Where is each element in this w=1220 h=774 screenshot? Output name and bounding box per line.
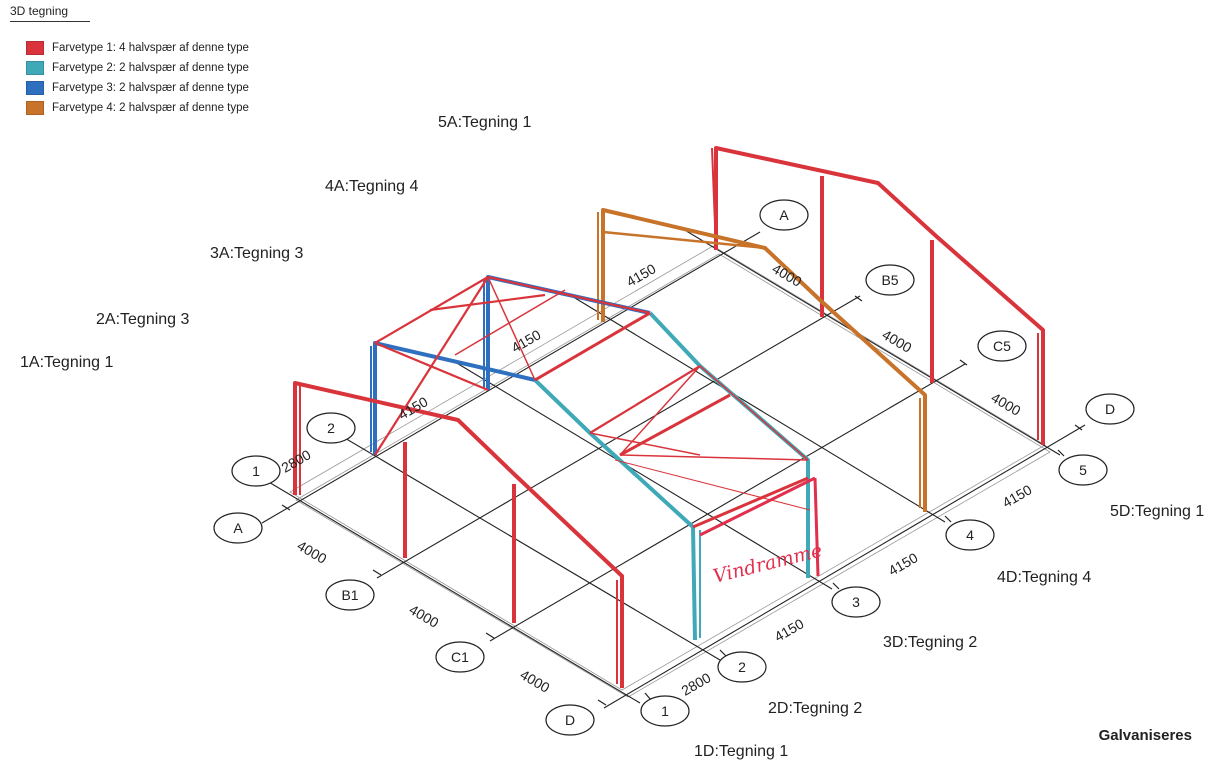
frame-4-purlin — [602, 230, 766, 250]
svg-text:D: D — [1105, 401, 1115, 417]
dim-inner-3: 4150 — [509, 326, 544, 356]
dim-inner-4: 4150 — [624, 260, 659, 290]
svg-text:D: D — [565, 712, 575, 728]
legend-label: Farvetype 3: 2 halvspær af denne type — [52, 82, 249, 94]
svg-text:B5: B5 — [881, 272, 898, 288]
frame-label-3a: 3A:Tegning 3 — [210, 245, 304, 262]
frame-5-red — [711, 146, 1045, 445]
grid-bubble-b5: B5 — [865, 264, 915, 296]
frame-label-3d: 3D:Tegning 2 — [883, 634, 978, 651]
legend-swatch-blue — [26, 81, 44, 95]
legend-label: Farvetype 2: 2 halvspær af denne type — [52, 62, 249, 74]
svg-text:A: A — [779, 207, 789, 223]
dim-right-1: 4150 — [1000, 481, 1035, 511]
legend: Farvetype 1: 4 halvspær af denne type Fa… — [26, 38, 249, 118]
title-underline — [10, 21, 90, 22]
galvanize-note: Galvaniseres — [1098, 727, 1192, 744]
dim-top-1: 4000 — [770, 260, 805, 290]
grid-lines-transverse — [261, 228, 1061, 704]
grid-bubble-a-left: A — [213, 512, 263, 544]
wind-frame-note: Vindramme — [711, 540, 825, 588]
frame-label-1a: 1A:Tegning 1 — [20, 354, 114, 371]
dimension-ticks — [281, 295, 1083, 706]
dim-left-3: 4000 — [518, 666, 553, 696]
dim-left-2: 4000 — [407, 601, 442, 631]
grid-lines-longitudinal — [261, 231, 1086, 709]
frame-label-2a: 2A:Tegning 3 — [96, 311, 190, 328]
svg-text:B1: B1 — [341, 587, 358, 603]
legend-item: Farvetype 1: 4 halvspær af denne type — [26, 38, 249, 58]
frame-label-5a: 5A:Tegning 1 — [438, 114, 532, 131]
bracing-red — [374, 275, 811, 529]
frame-label-4d: 4D:Tegning 4 — [997, 569, 1092, 586]
grid-bubble-1-left: 1 — [231, 455, 281, 487]
grid-bubble-2-right: 2 — [717, 651, 767, 683]
legend-swatch-teal — [26, 61, 44, 75]
dimension-labels: 4000 4000 4000 4000 4000 4000 4150 4150 … — [279, 260, 1035, 699]
dim-right-4: 2800 — [679, 669, 714, 699]
grid-bubble-5-right: 5 — [1058, 454, 1108, 486]
frame-label-2d: 2D:Tegning 2 — [768, 700, 863, 717]
frame-label-5d: 5D:Tegning 1 — [1110, 503, 1205, 520]
grid-bubble-d-left: D — [545, 704, 595, 736]
legend-swatch-orange — [26, 101, 44, 115]
drawing-title: 3D tegning — [10, 4, 69, 18]
svg-text:2: 2 — [738, 659, 746, 675]
svg-text:C5: C5 — [993, 338, 1011, 354]
legend-item: Farvetype 4: 2 halvspær af denne type — [26, 98, 249, 118]
grid-bubble-d-top: D — [1085, 393, 1135, 425]
dim-top-2: 4000 — [880, 326, 915, 356]
svg-text:2: 2 — [327, 420, 335, 436]
legend-item: Farvetype 3: 2 halvspær af denne type — [26, 78, 249, 98]
svg-text:1: 1 — [661, 703, 669, 719]
wind-frame — [699, 476, 820, 577]
grid-bubble-b1: B1 — [325, 579, 375, 611]
grid-bubble-1-right: 1 — [640, 695, 690, 727]
svg-text:4: 4 — [966, 527, 974, 543]
svg-text:1: 1 — [252, 463, 260, 479]
dim-left-1: 4000 — [295, 537, 330, 567]
legend-item: Farvetype 2: 2 halvspær af denne type — [26, 58, 249, 78]
dim-right-3: 4150 — [772, 615, 807, 645]
grid-bubble-a-top: A — [759, 199, 809, 231]
frame-4-orange — [597, 208, 927, 512]
dim-right-2: 4150 — [886, 549, 921, 579]
grid-bubble-2-left: 2 — [306, 412, 356, 444]
grid-bubble-c1: C1 — [435, 641, 485, 673]
grid-bubble-3-right: 3 — [831, 586, 881, 618]
svg-text:5: 5 — [1079, 462, 1087, 478]
frame-label-4a: 4A:Tegning 4 — [325, 178, 419, 195]
svg-text:3: 3 — [852, 594, 860, 610]
grid-bubble-4-right: 4 — [945, 519, 995, 551]
grid-bubble-c5: C5 — [977, 330, 1027, 362]
dim-inner-2: 4150 — [396, 393, 431, 423]
frame-label-1d: 1D:Tegning 1 — [694, 743, 789, 760]
legend-label: Farvetype 1: 4 halvspær af denne type — [52, 42, 249, 54]
svg-text:A: A — [233, 520, 243, 536]
svg-text:C1: C1 — [451, 649, 469, 665]
legend-swatch-red — [26, 41, 44, 55]
frame-1-red — [293, 381, 624, 688]
legend-label: Farvetype 4: 2 halvspær af denne type — [52, 102, 249, 114]
